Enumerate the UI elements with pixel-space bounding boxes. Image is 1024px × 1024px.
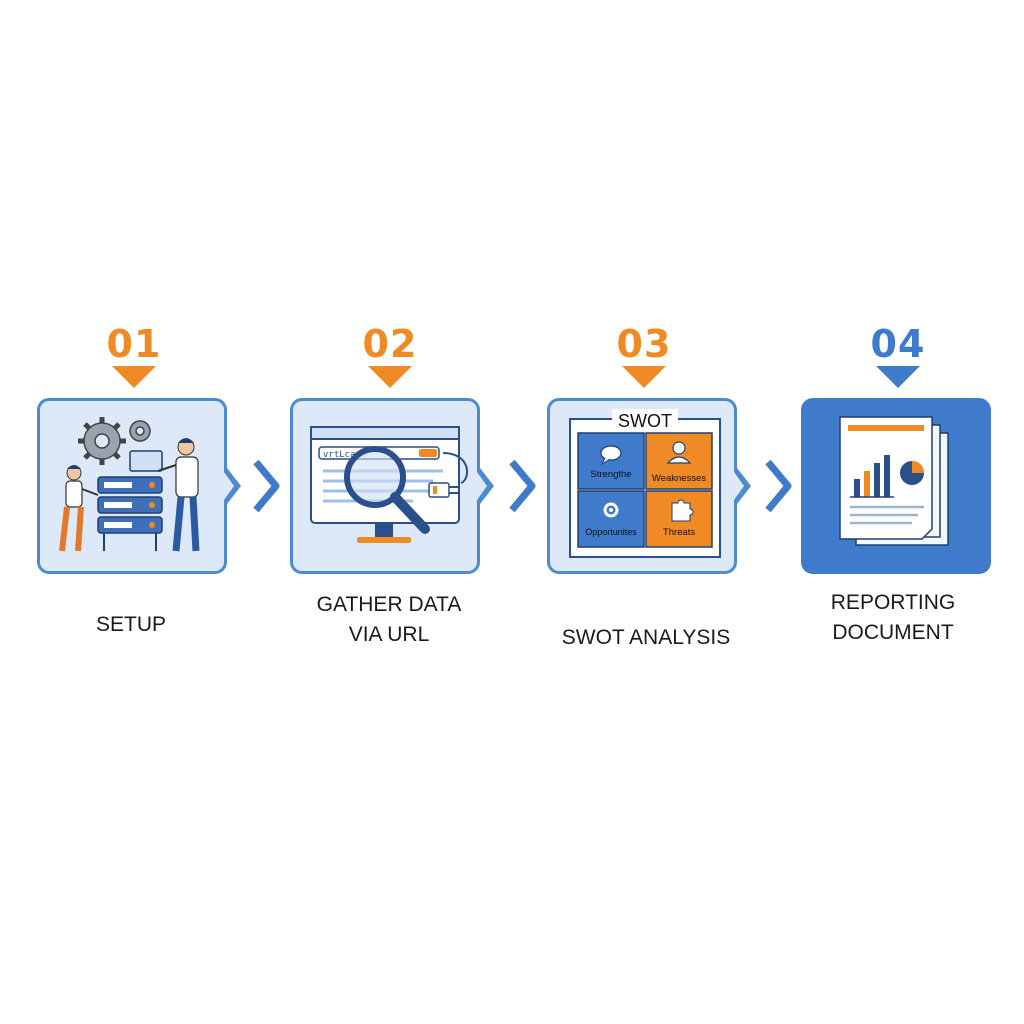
speech-bubble-icon bbox=[600, 445, 622, 466]
step-label: GATHER DATA VIA URL bbox=[279, 590, 499, 650]
chevron-right-icon bbox=[253, 459, 280, 513]
gear-small-icon bbox=[603, 502, 619, 518]
down-arrow-icon bbox=[112, 366, 156, 388]
gear-icon bbox=[78, 417, 151, 465]
puzzle-icon bbox=[671, 499, 694, 522]
step-number: 03 bbox=[616, 322, 672, 366]
bar-chart-icon bbox=[850, 455, 894, 498]
swot-quadrant-label: Threats bbox=[663, 527, 695, 538]
person-right-icon bbox=[157, 438, 200, 552]
swot-card: SWOT Strengthe Weaknesses Opportunites T… bbox=[547, 398, 737, 574]
magnifier-icon bbox=[344, 446, 430, 534]
setup-card bbox=[37, 398, 227, 574]
person-left-icon bbox=[59, 465, 99, 552]
swot-quadrant-strengths bbox=[577, 432, 645, 490]
pie-chart-icon bbox=[900, 461, 924, 485]
swot-grid-illustration: SWOT Strengthe Weaknesses Opportunites T… bbox=[569, 409, 721, 558]
step-number: 01 bbox=[106, 322, 162, 366]
swot-quadrant-label: Weaknesses bbox=[652, 473, 706, 484]
down-arrow-icon bbox=[368, 366, 412, 388]
swot-quadrant-label: Opportunites bbox=[585, 527, 637, 537]
step-label-line: SETUP bbox=[95, 613, 166, 636]
chevron-right-icon bbox=[509, 459, 536, 513]
report-document-illustration bbox=[839, 416, 949, 546]
url-text: vrtLcao bbox=[323, 450, 361, 460]
card-pointer-inner bbox=[477, 472, 487, 500]
gather-data-card: vrtLcao bbox=[290, 398, 480, 574]
step-label-line: VIA URL bbox=[348, 623, 430, 646]
step-label-line: SWOT ANALYSIS bbox=[561, 626, 731, 649]
swot-quadrant-opportunities bbox=[577, 490, 645, 548]
step-label-line: DOCUMENT bbox=[832, 621, 954, 644]
swot-quadrant-label: Strengthe bbox=[590, 469, 631, 480]
server-team-illustration bbox=[59, 417, 200, 552]
step-label: SETUP bbox=[21, 610, 241, 640]
down-arrow-icon bbox=[622, 366, 666, 388]
plug-icon bbox=[428, 452, 468, 498]
step-label-line: REPORTING bbox=[830, 591, 956, 614]
browser-search-illustration: vrtLcao bbox=[310, 426, 468, 543]
swot-title: SWOT bbox=[618, 411, 672, 431]
reporting-card bbox=[801, 398, 991, 574]
laptop-icon bbox=[129, 450, 163, 472]
chevron-right-icon bbox=[765, 459, 792, 513]
user-icon bbox=[666, 441, 692, 464]
step-label-line: GATHER DATA bbox=[316, 593, 462, 616]
step-number: 02 bbox=[362, 322, 418, 366]
step-label: REPORTING DOCUMENT bbox=[783, 588, 1003, 648]
swot-title-box bbox=[612, 409, 678, 431]
step-label: SWOT ANALYSIS bbox=[536, 623, 756, 653]
down-arrow-icon bbox=[876, 366, 920, 388]
card-pointer-inner bbox=[224, 472, 234, 500]
server-rack-icon bbox=[97, 476, 163, 551]
card-pointer-inner bbox=[734, 472, 744, 500]
step-number: 04 bbox=[870, 322, 926, 366]
